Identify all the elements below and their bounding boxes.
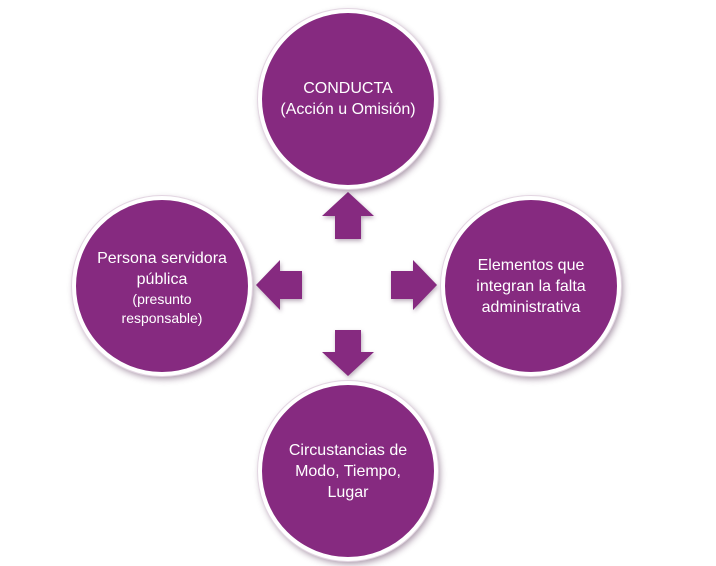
conducta-title: CONDUCTA (303, 80, 393, 97)
right-arrow-icon (391, 260, 437, 310)
down-arrow-icon (322, 330, 374, 376)
elementos-line-1: Elementos que (477, 256, 585, 274)
persona-servidora-circle: Persona servidora pública (presunto resp… (72, 196, 252, 376)
elementos-circle: Elementos que integran la falta administ… (441, 196, 621, 376)
elementos-line-2: integran la falta (476, 277, 586, 295)
persona-line-2: pública (136, 271, 188, 288)
up-arrow-icon (322, 192, 374, 239)
persona-line-3: (presunto responsable) (121, 291, 203, 326)
conducta-circle: CONDUCTA (Acción u Omisión) (258, 9, 438, 189)
persona-line-1: Persona servidora (97, 250, 227, 267)
left-arrow-icon (256, 260, 302, 310)
circunstancias-circle: Circustancias de Modo, Tiempo, Lugar (258, 381, 438, 561)
conducta-subtitle: (Acción u Omisión) (280, 101, 416, 118)
circunstancias-line-2: Modo, Tiempo, (295, 462, 401, 480)
circunstancias-line-3: Lugar (327, 483, 369, 501)
circunstancias-line-1: Circustancias de (288, 441, 408, 459)
elementos-line-3: administrativa (481, 298, 581, 316)
